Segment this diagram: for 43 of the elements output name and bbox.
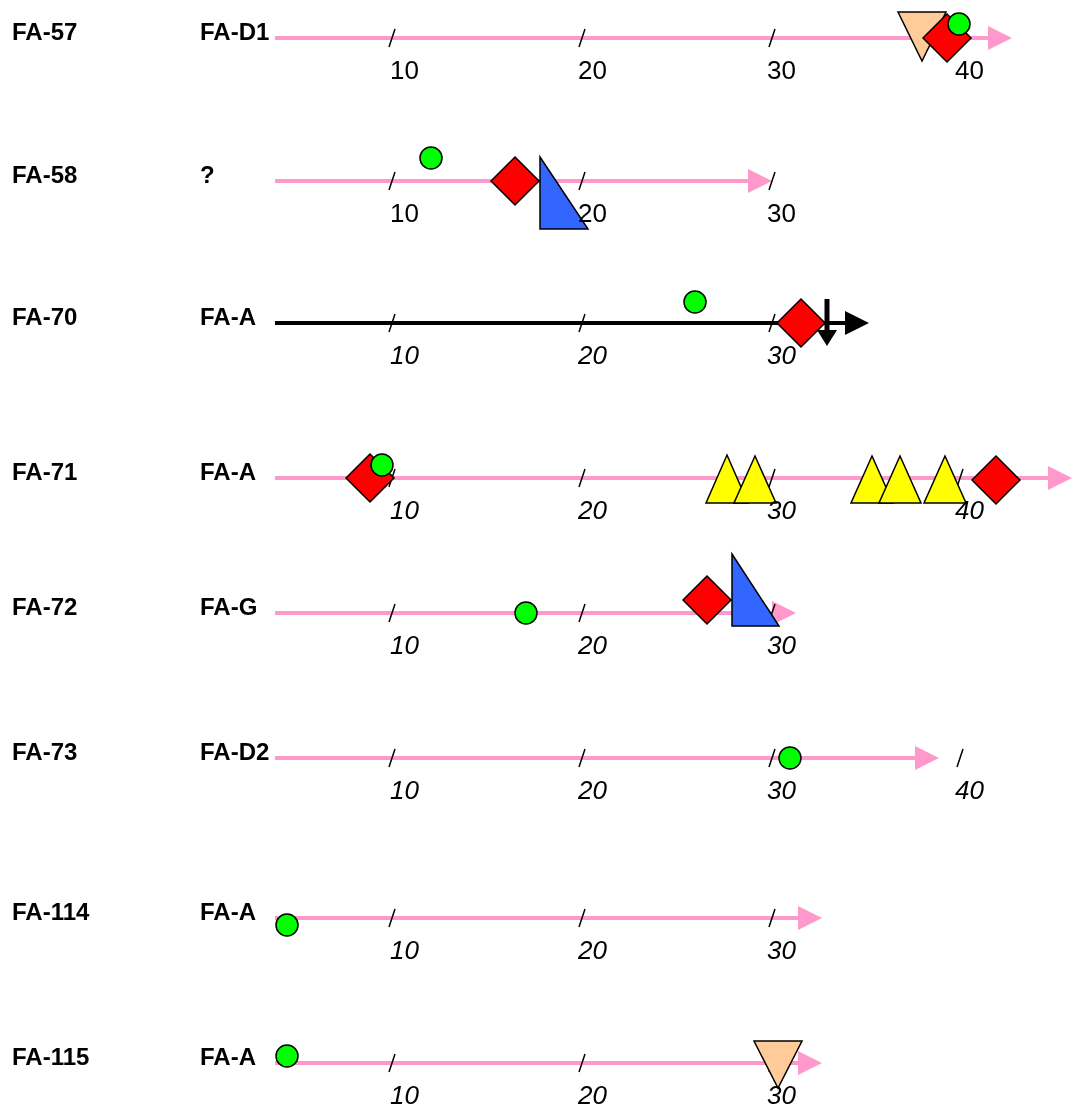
scale-number: 20: [578, 497, 607, 523]
scale-number: 30: [767, 777, 796, 803]
scale-number: 10: [390, 632, 419, 658]
group-label: FA-G: [200, 595, 258, 619]
scale-number: 40: [955, 777, 984, 803]
scale-number: 40: [955, 497, 984, 523]
sample-label: FA-70: [12, 305, 78, 329]
group-label: FA-A: [200, 1045, 256, 1069]
sample-label: FA-73: [12, 740, 78, 764]
sample-label: FA-114: [12, 900, 90, 924]
scale-number: 10: [390, 497, 419, 523]
scale-number: 20: [578, 342, 607, 368]
scale-number: 30: [767, 937, 796, 963]
scale-number: 20: [578, 1082, 607, 1108]
scale-number: 30: [767, 200, 796, 226]
scale-number: 40: [955, 57, 984, 83]
sample-label: FA-58: [12, 163, 78, 187]
scale-number: 10: [390, 342, 419, 368]
scale-number: 30: [767, 57, 796, 83]
scale-number: 20: [578, 200, 607, 226]
sample-label: FA-115: [12, 1045, 90, 1069]
sample-label: FA-57: [12, 20, 78, 44]
group-label: FA-A: [200, 900, 256, 924]
group-label: FA-A: [200, 460, 256, 484]
scale-number: 20: [578, 57, 607, 83]
scale-number: 20: [578, 777, 607, 803]
group-label: FA-D2: [200, 740, 270, 764]
scale-number: 30: [767, 342, 796, 368]
group-label: ?: [200, 163, 215, 187]
scale-number: 10: [390, 937, 419, 963]
scale-number: 10: [390, 1082, 419, 1108]
group-label: FA-A: [200, 305, 256, 329]
scale-number: 30: [767, 497, 796, 523]
scale-number: 30: [767, 1082, 796, 1108]
scale-number: 10: [390, 200, 419, 226]
scale-number: 20: [578, 937, 607, 963]
scale-number: 10: [390, 57, 419, 83]
scale-number: 10: [390, 777, 419, 803]
scale-number: 20: [578, 632, 607, 658]
sample-label: FA-71: [12, 460, 78, 484]
sample-label: FA-72: [12, 595, 78, 619]
scale-number: 30: [767, 632, 796, 658]
group-label: FA-D1: [200, 20, 270, 44]
